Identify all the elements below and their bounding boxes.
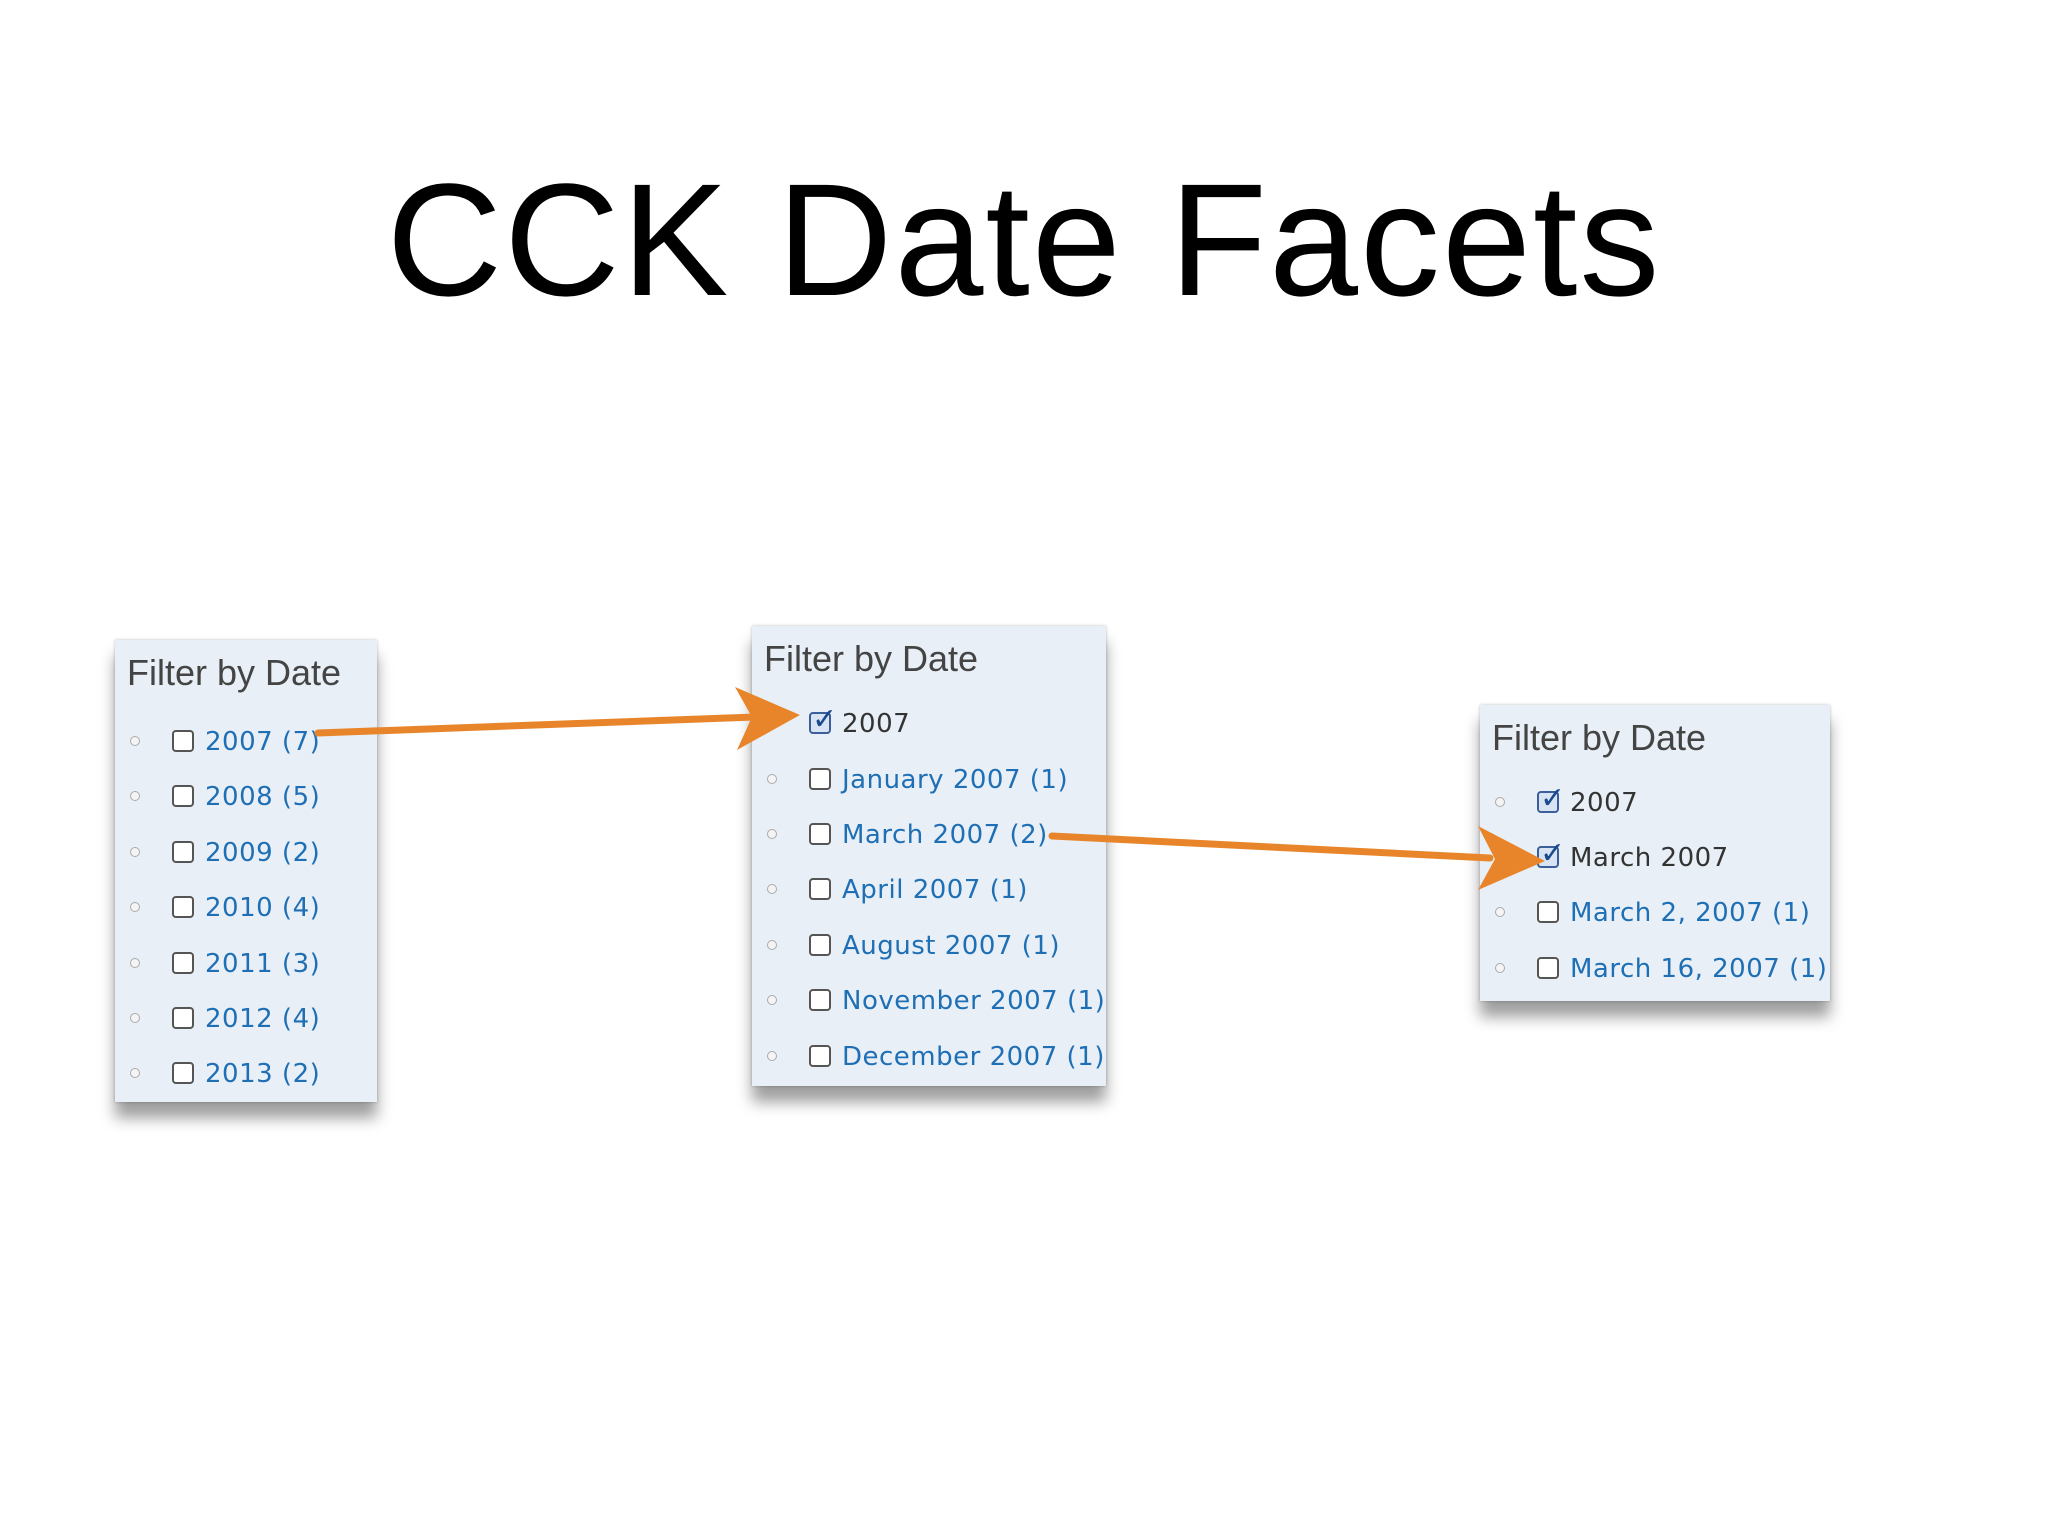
facet-item[interactable]: 2011 (3) [115,946,377,986]
checkbox[interactable] [172,730,194,752]
checkbox[interactable] [172,1007,194,1029]
radio-icon [130,847,140,857]
checkbox-checked[interactable]: ✓ [1537,784,1565,814]
checkbox-checked[interactable]: ✓ [1537,839,1565,869]
checkbox[interactable] [172,952,194,974]
facet-item[interactable]: 2009 (2) [115,835,377,875]
checkbox[interactable] [809,823,831,845]
checkbox[interactable] [172,1062,194,1084]
radio-icon [767,1051,777,1061]
facet-item[interactable]: 2008 (5) [115,779,377,819]
facet-link[interactable]: 2013 (2) [205,1059,321,1089]
facet-item[interactable]: March 16, 2007 (1) [1480,951,1830,991]
facet-item[interactable]: 2012 (4) [115,1001,377,1041]
radio-icon [1495,797,1505,807]
facet-item[interactable]: January 2007 (1) [752,762,1106,802]
radio-icon [767,884,777,894]
facet-item[interactable]: August 2007 (1) [752,928,1106,968]
facet-item[interactable]: 2007 (7) [115,724,377,764]
facet-link[interactable]: December 2007 (1) [842,1042,1105,1072]
facet-item[interactable]: 2010 (4) [115,890,377,930]
facet-item[interactable]: November 2007 (1) [752,983,1106,1023]
facet-link[interactable]: November 2007 (1) [842,986,1106,1016]
panel-heading: Filter by Date [1492,717,1707,758]
filter-by-date-panel-days: Filter by Date ✓ 2007 ✓ March 2007 March… [1480,705,1830,1001]
checkbox[interactable] [809,768,831,790]
checkbox[interactable] [172,785,194,807]
radio-icon [767,774,777,784]
facet-item-selected[interactable]: ✓ March 2007 [1480,839,1830,880]
arrow-to-days-panel [1048,826,1545,890]
checkmark-icon: ✓ [812,702,838,737]
checkbox[interactable] [172,896,194,918]
facet-item[interactable]: March 2007 (2) [752,817,1106,857]
facet-link[interactable]: January 2007 (1) [842,765,1069,795]
radio-icon [130,1068,140,1078]
facet-link[interactable]: August 2007 (1) [842,931,1061,961]
facet-link[interactable]: 2007 (7) [205,727,321,757]
radio-icon [130,958,140,968]
facet-item[interactable]: March 2, 2007 (1) [1480,895,1830,935]
panel-heading: Filter by Date [764,638,979,679]
filter-by-date-panel-months: Filter by Date ✓ 2007 January 2007 (1) M… [752,626,1106,1086]
facet-active-label: 2007 [842,709,911,739]
checkmark-icon: ✓ [1540,836,1566,871]
checkbox[interactable] [809,1045,831,1067]
arrow-to-months-panel [314,687,800,750]
facet-active-label: 2007 [1570,788,1639,818]
checkbox[interactable] [809,934,831,956]
checkbox[interactable] [172,841,194,863]
radio-icon [767,829,777,839]
radio-icon [767,940,777,950]
radio-icon [1495,963,1505,973]
radio-icon [130,736,140,746]
facet-link[interactable]: March 16, 2007 (1) [1570,954,1828,984]
radio-icon [767,995,777,1005]
checkbox[interactable] [1537,901,1559,923]
checkbox-checked[interactable]: ✓ [809,705,837,735]
radio-icon [130,791,140,801]
checkbox[interactable] [809,878,831,900]
facet-item[interactable]: December 2007 (1) [752,1039,1106,1079]
facet-link[interactable]: 2010 (4) [205,893,321,923]
facet-link[interactable]: 2008 (5) [205,782,321,812]
facet-item[interactable]: 2013 (2) [115,1056,377,1096]
facet-link[interactable]: 2012 (4) [205,1004,321,1034]
facet-link[interactable]: 2011 (3) [205,949,321,979]
facet-item-selected[interactable]: ✓ 2007 [1480,784,1830,825]
slide-title: CCK Date Facets [386,150,1662,329]
facet-link[interactable]: March 2007 (2) [842,820,1048,850]
checkbox[interactable] [1537,957,1559,979]
checkbox[interactable] [809,989,831,1011]
facet-link[interactable]: April 2007 (1) [842,875,1028,905]
facet-link[interactable]: 2009 (2) [205,838,321,868]
filter-by-date-panel-years: Filter by Date 2007 (7) 2008 (5) 2009 (2… [115,640,377,1102]
radio-icon [1495,907,1505,917]
facet-item[interactable]: April 2007 (1) [752,872,1106,912]
facet-link[interactable]: March 2, 2007 (1) [1570,898,1811,928]
facet-item-selected[interactable]: ✓ 2007 [752,705,1106,746]
panel-heading: Filter by Date [127,652,342,693]
facet-active-label: March 2007 [1570,843,1729,873]
radio-icon [130,902,140,912]
radio-icon [130,1013,140,1023]
checkmark-icon: ✓ [1540,781,1566,816]
